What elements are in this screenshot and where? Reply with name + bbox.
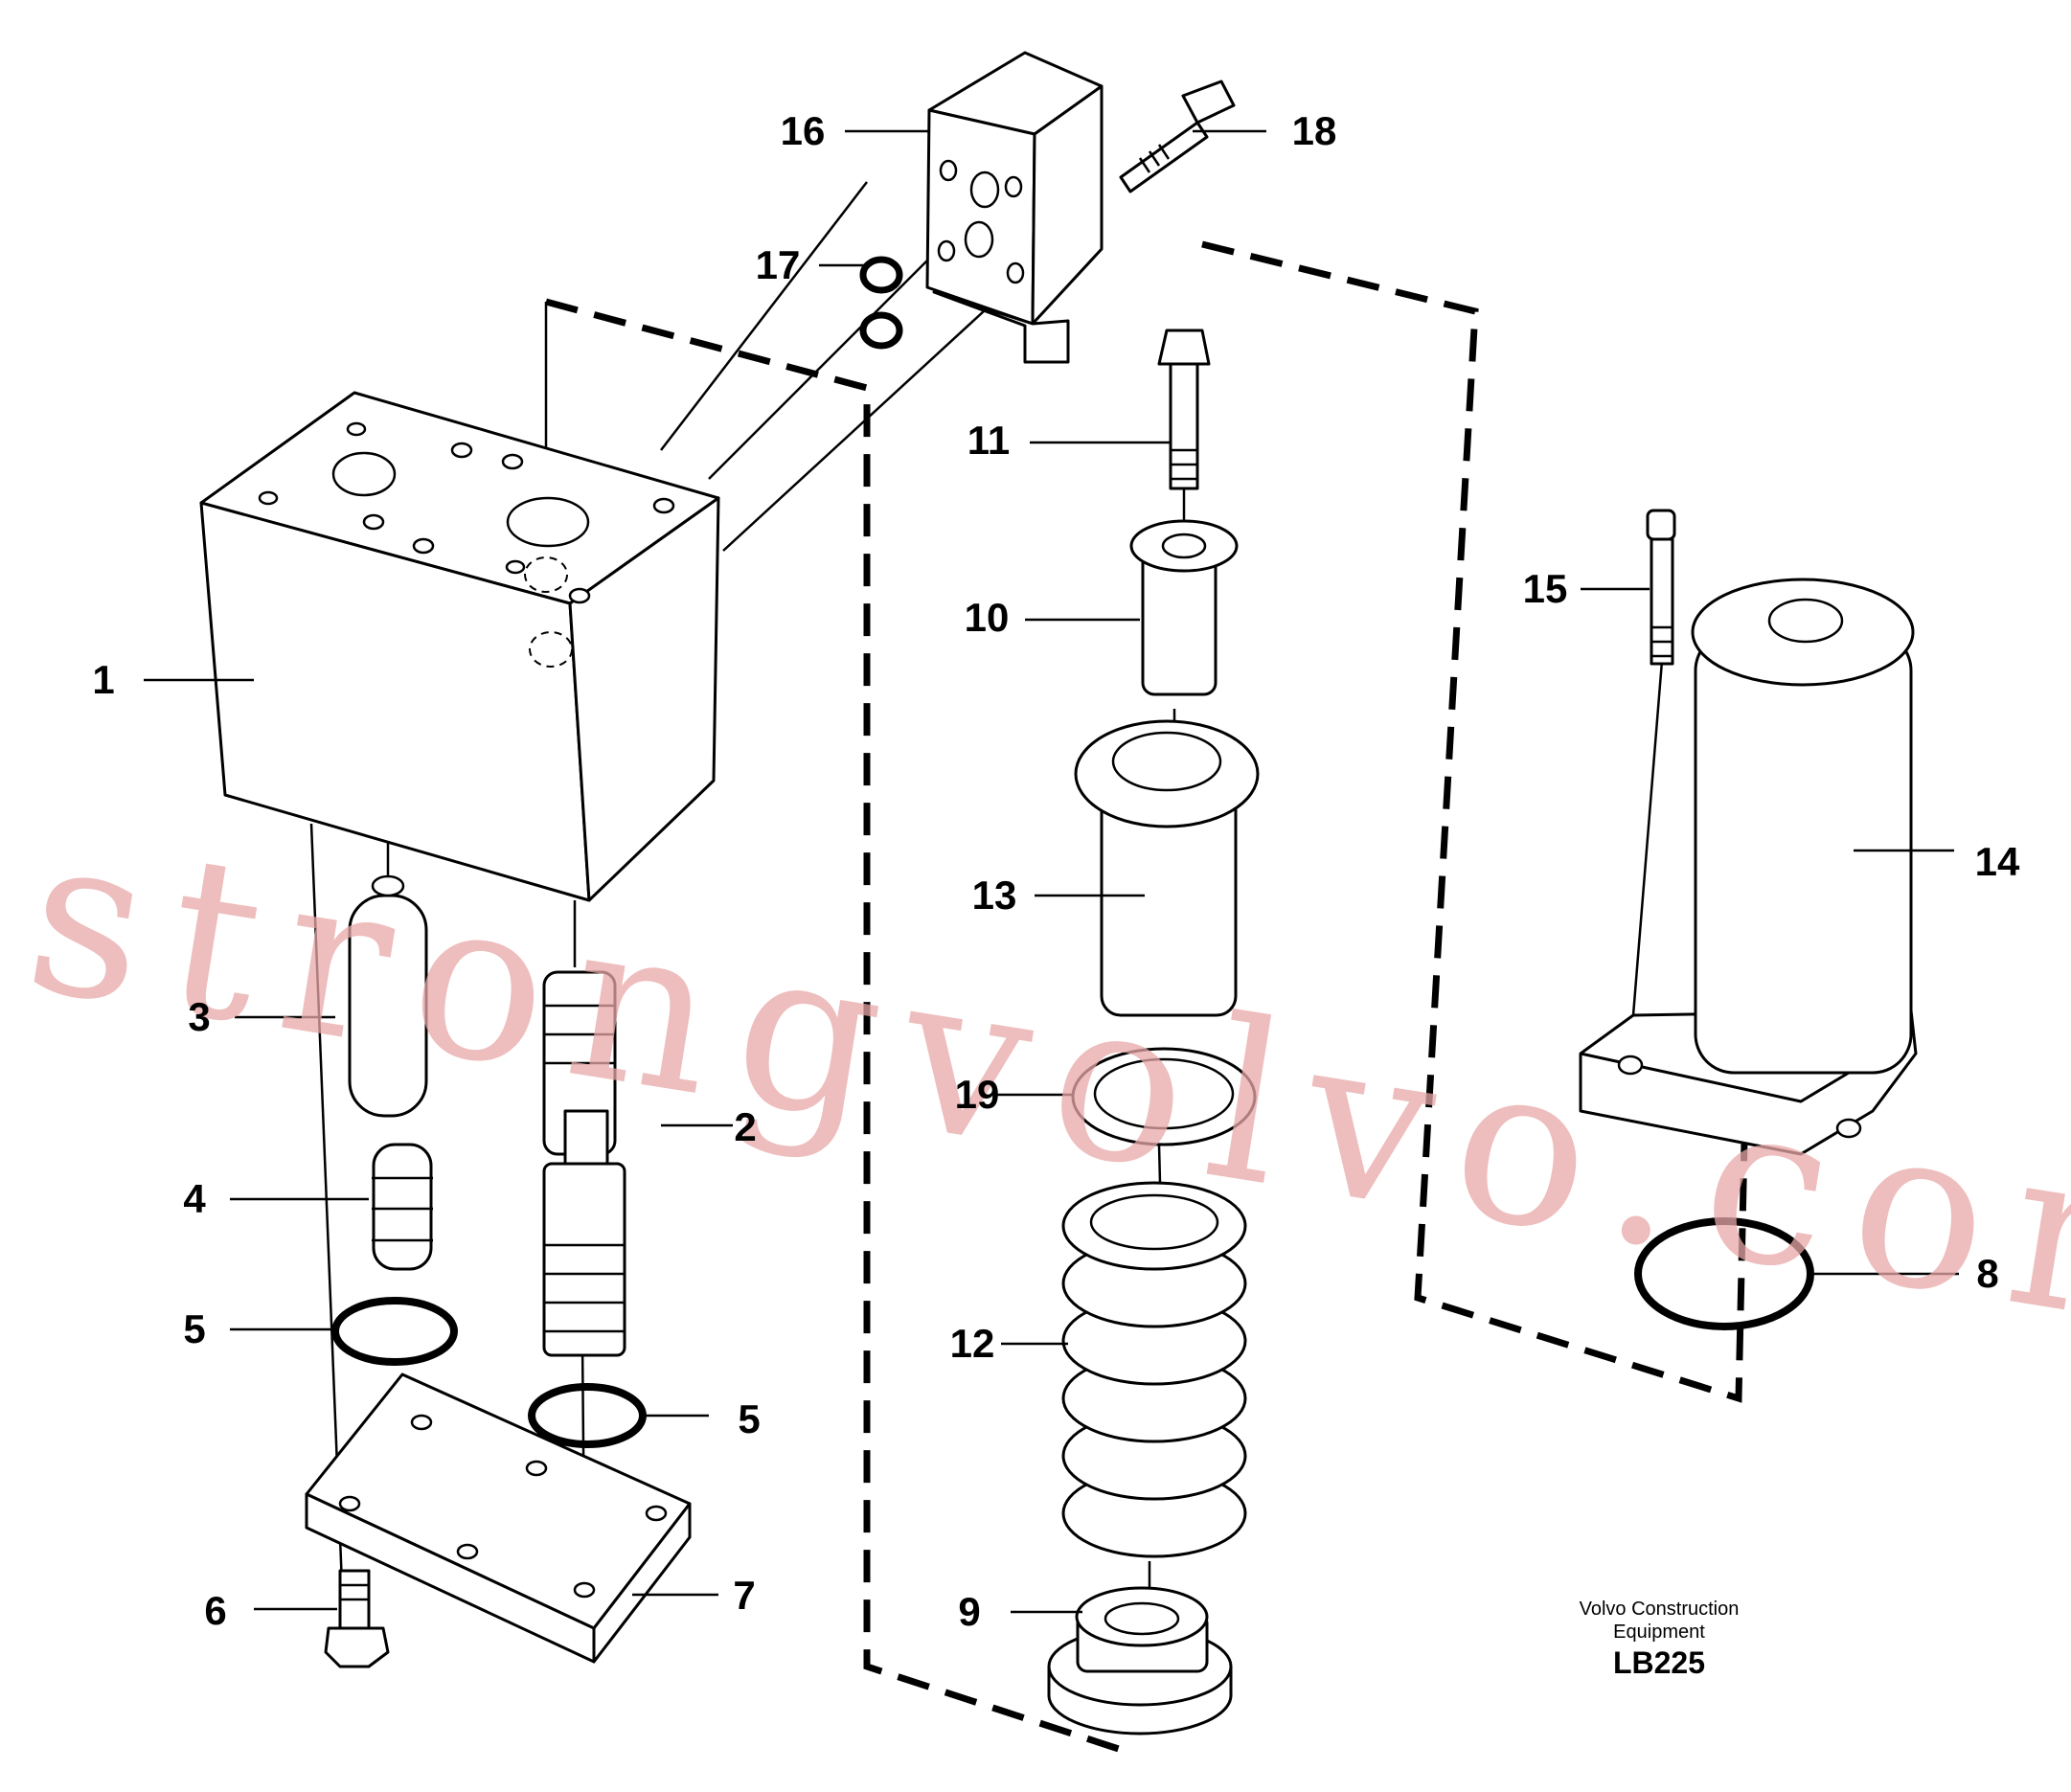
cover-plate — [305, 1372, 692, 1664]
spool-plug — [348, 874, 428, 1118]
sleeve-13 — [1074, 719, 1260, 1017]
caption-code: LB225 — [1612, 1645, 1706, 1680]
spring-12 — [1061, 1181, 1247, 1558]
callout-2: 2 — [734, 1104, 757, 1149]
callout-14: 14 — [1974, 839, 2020, 884]
callout-1: 1 — [92, 657, 115, 702]
bolt-11 — [1157, 329, 1211, 490]
dashed-frame-left — [545, 298, 1132, 1757]
callout-5b: 5 — [738, 1396, 761, 1441]
axis-lines — [309, 181, 1664, 1658]
ring-8 — [1634, 1217, 1814, 1330]
callout-18: 18 — [1291, 108, 1337, 153]
callout-10: 10 — [964, 595, 1010, 640]
screw-6 — [324, 1569, 390, 1668]
caption-line1: Volvo Construction — [1579, 1599, 1740, 1620]
callout-4: 4 — [183, 1176, 206, 1221]
callout-11: 11 — [967, 418, 1011, 463]
callout-16: 16 — [780, 108, 826, 153]
callout-19: 19 — [954, 1072, 1000, 1117]
caption-block: Volvo Construction Equipment LB225 — [1580, 1598, 1740, 1682]
callout-12: 12 — [949, 1321, 995, 1366]
leader-lines — [144, 129, 1959, 1614]
callout-8: 8 — [1976, 1251, 1999, 1296]
callout-5a: 5 — [183, 1306, 206, 1351]
seat-9 — [1047, 1586, 1233, 1735]
bushing-10 — [1129, 519, 1239, 696]
callout-13: 13 — [971, 873, 1017, 918]
callout-9: 9 — [958, 1589, 981, 1634]
washer-19 — [1071, 1047, 1257, 1146]
bolt-15 — [1646, 509, 1676, 666]
dashed-frame-right — [1201, 240, 1757, 1403]
callout-6: 6 — [204, 1588, 227, 1633]
screw-18 — [1119, 79, 1236, 193]
solenoid-housing — [1579, 578, 1918, 1156]
callout-17: 17 — [755, 242, 801, 287]
valve-block — [199, 391, 720, 902]
callout-7: 7 — [733, 1573, 756, 1618]
callout-3: 3 — [188, 994, 211, 1039]
solenoid-valve — [925, 51, 1104, 364]
caption-line2: Equipment — [1613, 1622, 1705, 1643]
threaded-valve — [542, 970, 626, 1357]
o-rings — [859, 256, 903, 350]
callout-15: 15 — [1522, 566, 1568, 611]
spring-spool — [372, 1143, 433, 1271]
